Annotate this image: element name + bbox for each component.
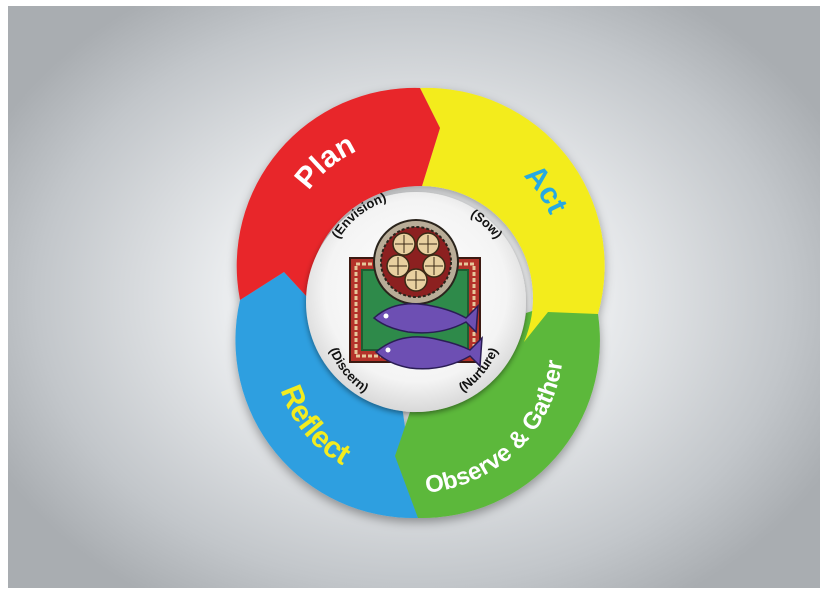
slide-background: Plan Act Observe & Gather Reflect (Envis… (8, 6, 820, 588)
cycle-diagram: Plan Act Observe & Gather Reflect (Envis… (8, 6, 820, 588)
